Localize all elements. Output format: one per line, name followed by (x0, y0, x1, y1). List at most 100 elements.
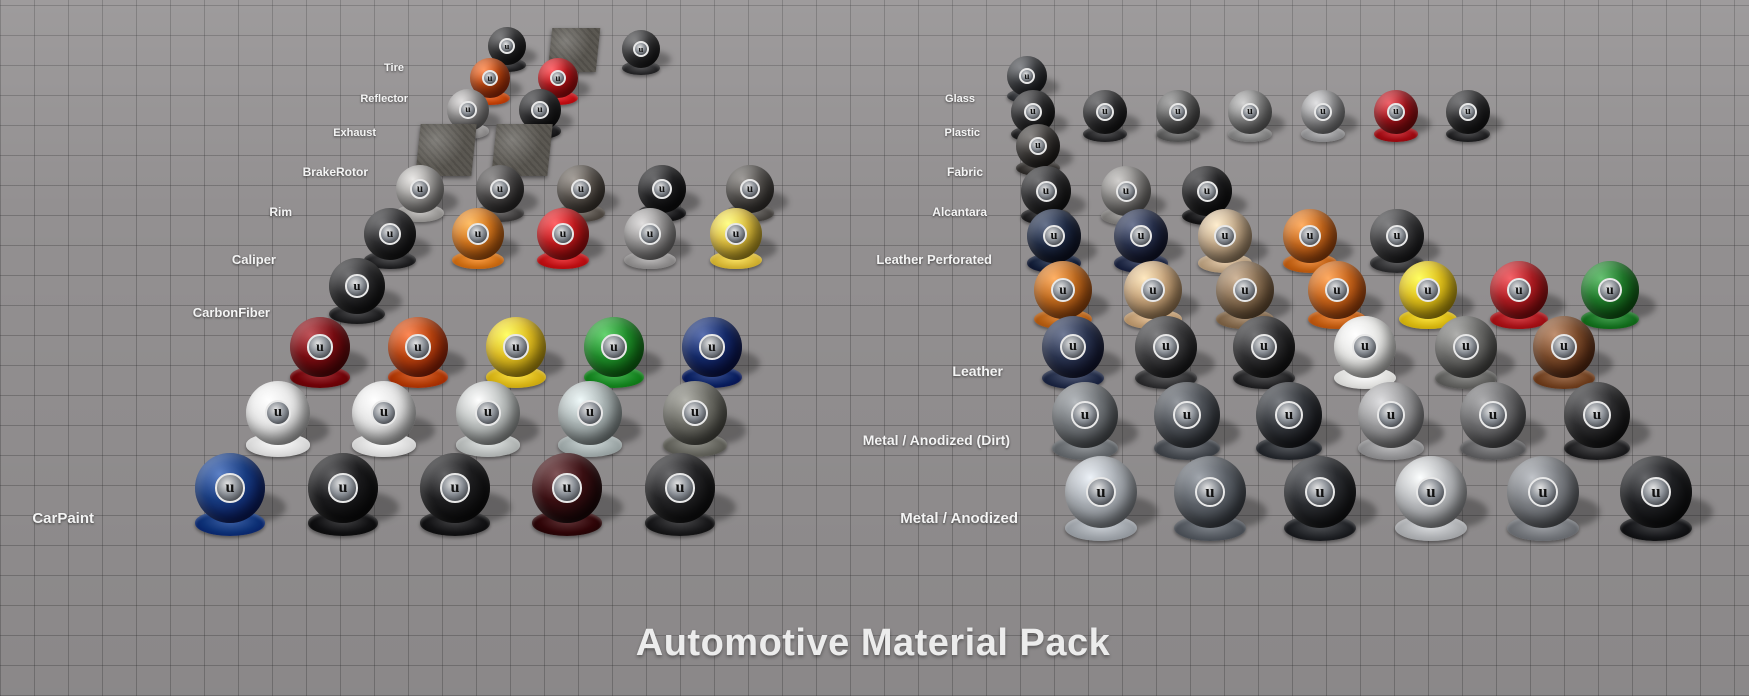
unreal-logo-icon: u (405, 334, 431, 360)
rim-ball: u (701, 208, 778, 275)
carpaint-light-ball: u (235, 381, 330, 463)
carbonfiber-ball: u (280, 317, 368, 394)
label-carpaint: CarPaint (32, 510, 94, 527)
unreal-logo-icon: u (1298, 224, 1322, 248)
unreal-logo-icon: u (1196, 180, 1218, 202)
unreal-logo-icon: u (1415, 476, 1447, 508)
leather-ball: u (1480, 261, 1566, 335)
carpaint-ball: u (408, 453, 511, 543)
page-title: Automotive Material Pack (635, 622, 1111, 664)
metal-anodized-dirt-ball: u (1142, 382, 1240, 466)
unreal-logo-icon: u (651, 178, 673, 200)
unreal-logo-icon: u (1527, 476, 1559, 508)
unreal-logo-icon: u (681, 399, 709, 427)
leather-ball: u (1031, 316, 1123, 395)
unreal-logo-icon: u (481, 69, 499, 87)
carbonfiber-ball: u (672, 317, 760, 394)
leather-ball: u (1222, 316, 1314, 395)
carbonfiber-ball: u (378, 317, 466, 394)
unreal-logo-icon: u (1597, 277, 1623, 303)
label-carbonfiber: CarbonFiber (192, 305, 270, 320)
carbonfiber-ball: u (574, 317, 662, 394)
metal-anodized-ball: u (1494, 456, 1601, 548)
unreal-logo-icon: u (1213, 224, 1237, 248)
label-alcantara: Alcantara (932, 205, 987, 219)
unreal-logo-icon: u (1458, 102, 1478, 122)
leather-perforated-ball: u (1274, 209, 1354, 278)
label-fabric: Fabric (946, 165, 983, 179)
unreal-logo-icon: u (1129, 224, 1153, 248)
plastic-ball: u (1366, 90, 1432, 146)
leather-ball: u (1323, 316, 1415, 395)
unreal-logo-icon: u (1018, 67, 1036, 85)
label-metal-anodized-dirt: Metal / Anodized (Dirt) (862, 432, 1010, 448)
label-leather: Leather (952, 363, 1003, 379)
unreal-logo-icon: u (1385, 224, 1409, 248)
unreal-logo-icon: u (699, 334, 725, 360)
plastic-ball: u (1220, 90, 1286, 146)
unreal-logo-icon: u (1351, 333, 1378, 360)
unreal-logo-icon: u (1173, 401, 1201, 429)
unreal-logo-icon: u (570, 178, 592, 200)
unreal-logo-icon: u (1042, 224, 1066, 248)
unreal-logo-icon: u (739, 178, 761, 200)
unreal-logo-icon: u (1386, 102, 1406, 122)
plastic-ball: u (1148, 90, 1214, 146)
unreal-logo-icon: u (345, 274, 369, 298)
leather-ball: u (1522, 316, 1614, 395)
metal-anodized-dirt-ball: u (1552, 382, 1650, 466)
plastic-ball: u (1075, 90, 1141, 146)
brakerotor-ball: u (468, 165, 539, 226)
label-reflector: Reflector (360, 93, 408, 105)
unreal-logo-icon: u (1059, 333, 1086, 360)
unreal-logo-icon: u (503, 334, 529, 360)
unreal-logo-icon: u (1452, 333, 1479, 360)
unreal-logo-icon: u (1506, 277, 1532, 303)
unreal-logo-icon: u (665, 473, 695, 503)
metal-anodized-dirt-ball: u (1448, 382, 1546, 466)
label-tire: Tire (384, 62, 404, 74)
carpaint-light-ball: u (341, 381, 436, 463)
unreal-logo-icon: u (1232, 277, 1258, 303)
carpaint-ball: u (183, 453, 286, 543)
unreal-logo-icon: u (1194, 476, 1226, 508)
label-rim: Rim (269, 205, 292, 219)
unreal-logo-icon: u (1035, 180, 1057, 202)
label-plastic: Plastic (944, 127, 980, 139)
label-caliper: Caliper (231, 252, 276, 267)
leather-ball: u (1114, 261, 1200, 335)
unreal-logo-icon: u (1240, 102, 1260, 122)
unreal-logo-icon: u (552, 473, 582, 503)
unreal-logo-icon: u (1140, 277, 1166, 303)
metal-anodized-ball: u (1052, 456, 1159, 548)
unreal-logo-icon: u (1250, 333, 1277, 360)
unreal-logo-icon: u (307, 334, 333, 360)
unreal-logo-icon: u (1168, 102, 1188, 122)
carpaint-light-ball: u (652, 381, 747, 463)
unreal-logo-icon: u (549, 69, 567, 87)
unreal-logo-icon: u (1028, 136, 1048, 156)
unreal-logo-icon: u (1085, 476, 1117, 508)
metal-anodized-ball: u (1161, 456, 1268, 548)
unreal-logo-icon: u (1275, 401, 1303, 429)
metal-anodized-dirt-ball: u (1040, 382, 1138, 466)
unreal-logo-icon: u (576, 399, 604, 427)
metal-anodized-ball: u (1382, 456, 1489, 548)
unreal-logo-icon: u (370, 399, 398, 427)
plastic-ball: u (1293, 90, 1359, 146)
unreal-logo-icon: u (1415, 277, 1441, 303)
unreal-logo-icon: u (499, 38, 515, 54)
rim-ball: u (528, 208, 605, 275)
unreal-logo-icon: u (1583, 401, 1611, 429)
unreal-logo-icon: u (725, 223, 747, 245)
unreal-logo-icon: u (215, 473, 245, 503)
alcantara-ball: u (1012, 166, 1086, 230)
alcantara-ball: u (1173, 166, 1247, 230)
label-exhaust: Exhaust (333, 127, 376, 139)
rim-ball: u (615, 208, 692, 275)
metal-anodized-dirt-ball: u (1346, 382, 1444, 466)
caliper-ball: u (319, 258, 402, 330)
brakerotor-ball: u (549, 165, 620, 226)
unreal-logo-icon: u (639, 223, 661, 245)
label-leather-perforated: Leather Perforated (876, 252, 992, 267)
